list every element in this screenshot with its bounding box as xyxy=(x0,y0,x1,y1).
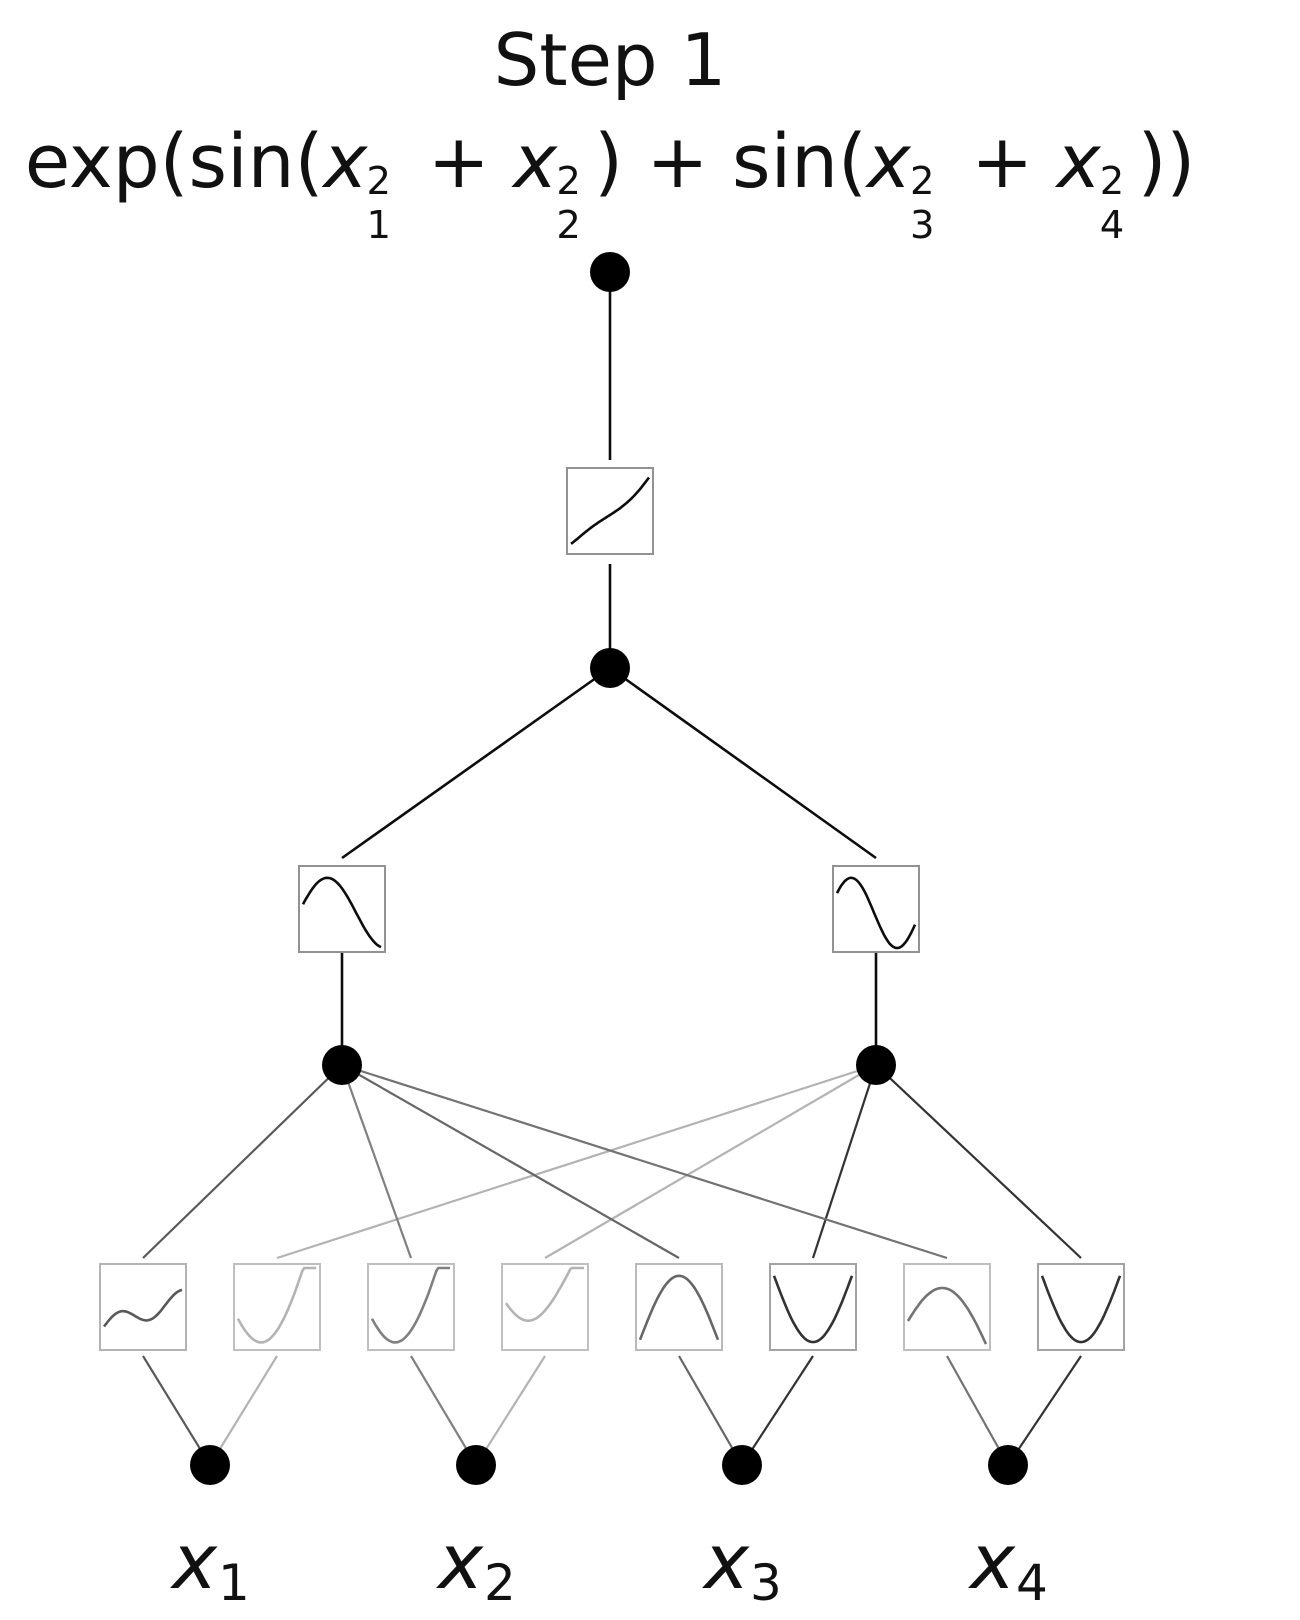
activation-l0-1-curve xyxy=(102,1288,183,1328)
hidden-node-2 xyxy=(856,1045,896,1085)
input-subscript-1: 1 xyxy=(218,1554,250,1612)
activation-l0-3-curve xyxy=(370,1266,450,1344)
activation-l0-4-curve xyxy=(504,1266,584,1322)
activation-l1-1-curve xyxy=(301,876,382,949)
activation-l0-6-box xyxy=(769,1263,857,1351)
edge-box-to-hidden-2 xyxy=(875,1064,1082,1259)
diagram-title: Step 1 xyxy=(493,18,727,102)
formula-var: x xyxy=(513,119,558,205)
formula-var: x xyxy=(323,119,368,205)
edge-box-to-hidden-1 xyxy=(340,1064,413,1259)
edge-input-1-to-box xyxy=(209,1355,278,1466)
sum-node xyxy=(590,648,630,688)
edge-input-4-to-box xyxy=(1007,1355,1082,1466)
activation-l0-8-curve xyxy=(1040,1275,1122,1344)
input-subscript-3: 3 xyxy=(750,1554,782,1612)
input-subscript-2: 2 xyxy=(484,1554,516,1612)
edge-input-3-to-box xyxy=(741,1355,814,1466)
activation-l0-2-box xyxy=(233,1263,321,1351)
input-label-2: x xyxy=(436,1517,484,1606)
edge-input-3-to-box xyxy=(678,1355,743,1466)
input-label-1: x xyxy=(170,1517,218,1606)
edge-box-l1-to-mid xyxy=(609,666,877,860)
edge-box-l1-to-mid xyxy=(341,666,611,860)
activation-l0-5-curve xyxy=(638,1274,720,1341)
edge-box-to-hidden-1 xyxy=(341,1063,948,1260)
input-label-4: x xyxy=(968,1517,1016,1606)
formula-part: exp(sin( xyxy=(24,119,324,205)
edge-box-to-hidden-2 xyxy=(544,1064,877,1259)
formula-var: x xyxy=(866,119,911,205)
activation-l0-1-box xyxy=(99,1263,187,1351)
activation-l2-1-curve xyxy=(570,476,651,545)
formula-var: x xyxy=(1056,119,1101,205)
activation-l0-7-curve xyxy=(906,1286,988,1345)
edge-input-4-to-box xyxy=(946,1355,1009,1466)
activation-l0-3-box xyxy=(367,1263,455,1351)
input-node-2 xyxy=(456,1445,496,1485)
edge-box-to-hidden-1 xyxy=(341,1064,680,1259)
formula-part: ) + sin( xyxy=(594,119,867,205)
activation-l0-2-curve xyxy=(236,1266,316,1344)
edge-box-to-hidden-1 xyxy=(142,1064,343,1259)
formula-part: + xyxy=(404,119,514,205)
output-node xyxy=(590,252,630,292)
formula-part: )) xyxy=(1137,119,1196,205)
edge-input-2-to-box xyxy=(410,1355,477,1466)
input-node-1 xyxy=(190,1445,230,1485)
edge-box-to-hidden-2 xyxy=(811,1064,878,1259)
input-subscript-4: 4 xyxy=(1016,1554,1048,1612)
activation-l0-4-box xyxy=(501,1263,589,1351)
edge-box-to-hidden-2 xyxy=(276,1063,877,1260)
hidden-node-1 xyxy=(322,1045,362,1085)
activation-l0-6-curve xyxy=(772,1275,854,1344)
formula-part: + xyxy=(947,119,1057,205)
input-node-3 xyxy=(722,1445,762,1485)
edge-input-2-to-box xyxy=(475,1355,546,1466)
input-node-4 xyxy=(988,1445,1028,1485)
activation-l0-8-box xyxy=(1037,1263,1125,1351)
edge-input-1-to-box xyxy=(142,1355,211,1466)
activation-l0-5-box xyxy=(635,1263,723,1351)
input-label-3: x xyxy=(702,1517,750,1606)
activation-l2-1-box xyxy=(566,467,654,555)
activation-l1-2-curve xyxy=(835,876,917,950)
